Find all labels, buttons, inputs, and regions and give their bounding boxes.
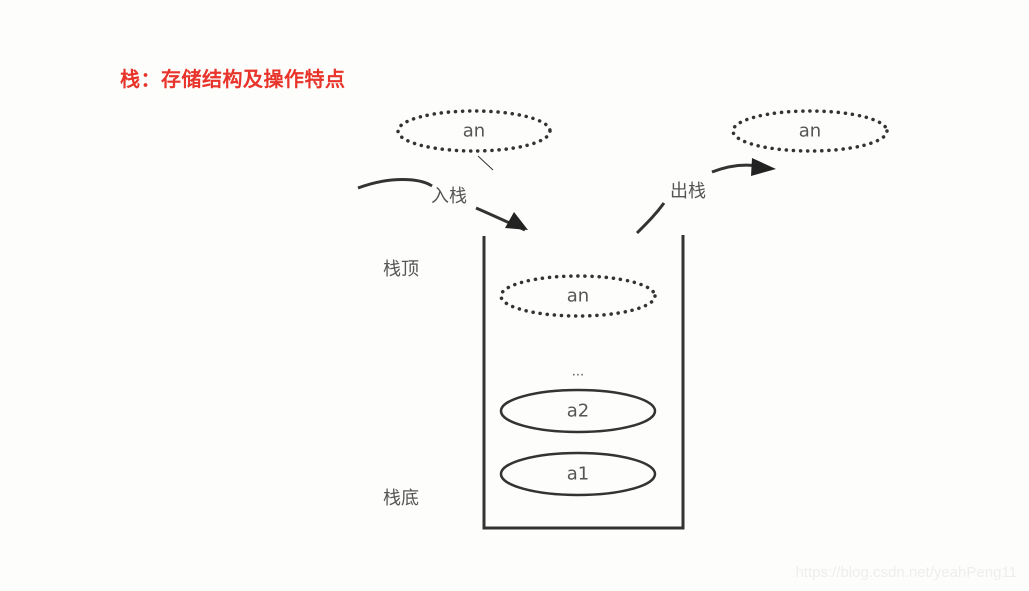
- incoming-node-label: an: [462, 120, 486, 142]
- stack-top-label: 栈顶: [383, 259, 419, 280]
- outgoing-node-label: an: [798, 120, 822, 142]
- push-label: 入栈: [431, 186, 467, 207]
- pop-label: 出栈: [670, 181, 706, 202]
- stack-top-node-label: an: [566, 285, 590, 307]
- pop-arrow-upper: [711, 163, 759, 174]
- watermark: https://blog.csdn.net/yeahPeng11: [795, 564, 1017, 581]
- pointer-artifact: [477, 155, 494, 171]
- pop-arrowhead-icon: [751, 158, 776, 176]
- incoming-node-ellipse: [396, 109, 552, 153]
- push-arrowhead-icon: [505, 212, 528, 230]
- a1-node-label: a1: [566, 463, 590, 485]
- stack-bottom-label: 栈底: [383, 488, 419, 509]
- a1-node-ellipse: [499, 451, 657, 497]
- pop-arrow-lower: [635, 202, 666, 235]
- stack-top-node-ellipse: [499, 274, 657, 318]
- push-arrow: [357, 178, 433, 190]
- outgoing-node-ellipse: [731, 109, 889, 153]
- diagram-title: 栈：存储结构及操作特点: [120, 67, 346, 91]
- ellipsis-label: ...: [571, 364, 585, 380]
- a2-node-ellipse: [499, 388, 657, 434]
- stack-container: [482, 235, 685, 530]
- a2-node-label: a2: [566, 400, 590, 422]
